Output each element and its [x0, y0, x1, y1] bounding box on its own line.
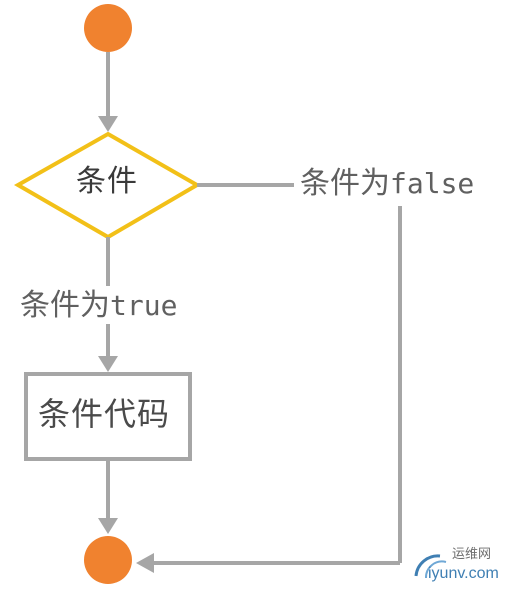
arrowhead-start-to-condition: [98, 116, 118, 132]
true-branch-label: 条件为true: [20, 291, 177, 321]
false-branch-prefix: 条件为: [300, 166, 390, 201]
end-node: [84, 536, 132, 584]
false-branch-value: false: [390, 167, 475, 200]
condition-label: 条件: [76, 164, 138, 199]
condition-code-box: [24, 372, 192, 461]
watermark-site-cn: 运维网: [452, 547, 492, 562]
watermark-site-en: iyunv.com: [428, 565, 499, 582]
arrowhead-code-to-end: [98, 518, 118, 534]
false-branch-label: 条件为false: [300, 169, 474, 199]
arrowhead-false-to-end: [136, 553, 154, 573]
watermark-logo-icon: [414, 554, 441, 577]
watermark-logo-inner-icon: [424, 560, 447, 579]
true-branch-value: true: [110, 289, 178, 322]
start-node: [84, 4, 132, 52]
condition-code-label: 条件代码: [38, 395, 171, 433]
true-branch-prefix: 条件为: [20, 288, 110, 323]
arrowhead-true-to-code: [98, 356, 118, 372]
